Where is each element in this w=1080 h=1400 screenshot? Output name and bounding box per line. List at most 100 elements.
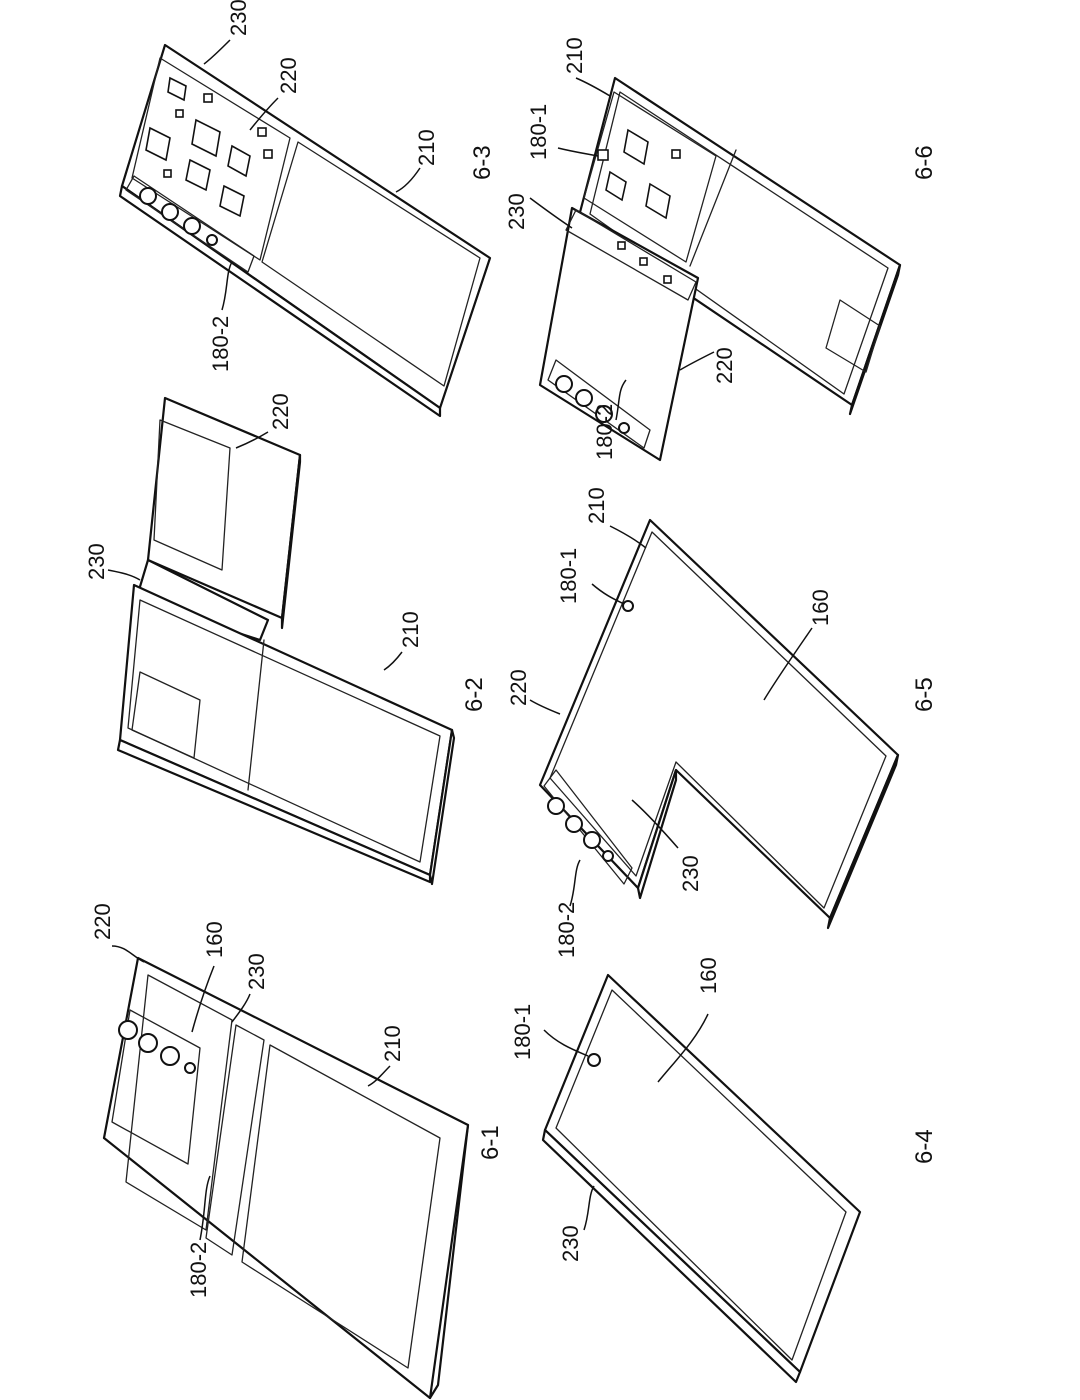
camera-module-frame	[543, 769, 633, 885]
leader-220	[529, 699, 561, 715]
label-160: 160	[808, 589, 833, 626]
second-housing-inner	[153, 419, 231, 571]
camera-lens-icon	[138, 1033, 158, 1053]
figure-6-1: 220 160 230 210 180-2 6-1	[90, 903, 504, 1400]
rear-window	[131, 671, 201, 759]
internal-board-area	[131, 57, 291, 261]
leader-230	[529, 197, 573, 229]
first-housing-panel	[261, 141, 481, 387]
label-210: 210	[380, 1025, 405, 1062]
camera-module-frame	[125, 175, 255, 273]
label-180-2: 180-2	[208, 316, 233, 372]
label-180-1: 180-1	[526, 104, 551, 160]
figure-6-5: 210 180-1 160 220 230 180-2 6-5	[506, 487, 938, 958]
figure-caption-6-3: 6-3	[469, 145, 496, 180]
figure-6-2: 230 220 210 6-2	[84, 393, 488, 886]
label-180-2: 180-2	[554, 902, 579, 958]
label-160: 160	[202, 921, 227, 958]
panel-divider	[689, 149, 737, 267]
leader-180-2	[199, 1175, 211, 1241]
display-end-face	[826, 753, 900, 930]
small-component	[617, 241, 626, 250]
label-180-2: 180-2	[592, 404, 617, 460]
leader-230	[583, 1185, 595, 1231]
flash-icon	[602, 850, 614, 862]
figure-6-6: 210 180-1 230 220 180-2 6-6	[504, 37, 938, 462]
camera-lens-icon	[161, 203, 179, 221]
leader-220	[249, 97, 279, 131]
label-220: 220	[90, 903, 115, 940]
label-180-1: 180-1	[510, 1004, 535, 1060]
figure-6-4: 180-1 160 230 6-4	[510, 957, 938, 1384]
chip-component	[185, 158, 211, 192]
rear-panel-divider	[247, 639, 265, 791]
internal-board-area	[583, 91, 717, 263]
camera-lens-icon	[555, 375, 573, 393]
camera-module-frame	[111, 1009, 201, 1165]
label-230: 230	[244, 953, 269, 990]
chip-component	[605, 170, 627, 202]
chip-component	[227, 144, 251, 178]
flash-icon	[618, 422, 630, 434]
camera-lens-icon	[183, 217, 201, 235]
label-210: 210	[414, 129, 439, 166]
camera-lens-icon	[583, 831, 601, 849]
small-component	[663, 275, 672, 284]
first-housing-panel	[241, 1044, 441, 1369]
leader-180-1	[543, 1029, 589, 1057]
first-housing-rim	[127, 599, 441, 863]
figure-caption-6-2: 6-2	[461, 677, 488, 712]
first-housing-rim	[589, 91, 889, 395]
leader-230	[203, 39, 231, 65]
figure-caption-6-4: 6-4	[911, 1129, 938, 1164]
small-component	[639, 257, 648, 266]
leader-180-2	[569, 859, 581, 907]
chip-component	[191, 118, 221, 158]
label-220: 220	[712, 347, 737, 384]
label-220: 220	[268, 393, 293, 430]
label-230: 230	[678, 855, 703, 892]
leader-210	[383, 651, 403, 671]
chip-component	[645, 182, 671, 220]
leader-160	[191, 965, 215, 1033]
small-component	[203, 93, 213, 103]
figure-6-3: 230 220 210 180-2 6-3	[118, 0, 496, 418]
label-220: 220	[506, 669, 531, 706]
small-component	[163, 169, 172, 178]
leader-220	[235, 431, 269, 449]
leader-180-2	[221, 261, 233, 311]
leader-180-1	[591, 583, 625, 605]
leader-180-1	[557, 147, 599, 157]
label-180-2: 180-2	[186, 1242, 211, 1298]
flash-icon	[206, 234, 218, 246]
camera-lens-icon	[547, 797, 565, 815]
chip-component	[219, 184, 245, 218]
camera-lens-icon	[595, 405, 613, 423]
leader-230	[631, 799, 679, 849]
camera-lens-icon	[160, 1046, 180, 1066]
label-160: 160	[696, 957, 721, 994]
leader-160	[763, 627, 813, 701]
leader-180-2	[615, 379, 627, 421]
small-component	[175, 109, 184, 118]
leader-220	[679, 351, 715, 371]
hinge-strip	[205, 1024, 265, 1256]
figure-caption-6-5: 6-5	[911, 677, 938, 712]
leader-210	[395, 167, 421, 193]
leader-210	[367, 1065, 391, 1087]
device-side-face	[118, 184, 442, 418]
leader-210	[575, 77, 611, 97]
leader-220	[111, 945, 145, 963]
label-210: 210	[562, 37, 587, 74]
second-housing-edge	[280, 453, 302, 630]
camera-lens-icon	[139, 187, 157, 205]
front-camera-icon	[587, 1053, 601, 1067]
camera-lens-icon	[565, 815, 583, 833]
label-220: 220	[276, 57, 301, 94]
display-side-face	[636, 768, 678, 900]
first-housing-side	[116, 738, 432, 884]
label-230: 230	[226, 0, 251, 36]
leader-160	[657, 1013, 709, 1083]
camera-lens-icon	[118, 1020, 138, 1040]
